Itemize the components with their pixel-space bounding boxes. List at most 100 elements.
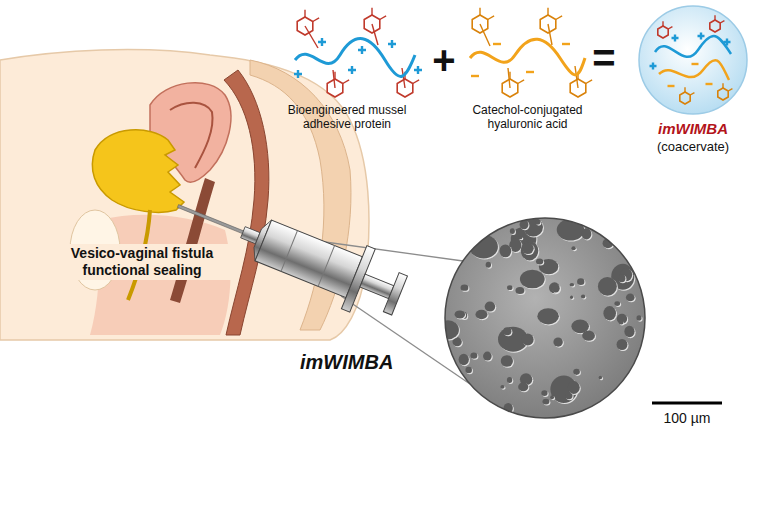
hydroxyl-stub: [690, 93, 694, 95]
droplet-highlight: [504, 328, 512, 336]
droplet: [614, 301, 620, 306]
hydroxyl-stub: [518, 80, 524, 84]
droplet: [537, 308, 559, 324]
droplet-highlight: [487, 263, 492, 269]
droplet: [522, 333, 534, 345]
droplet: [437, 320, 459, 339]
droplet-highlight: [574, 370, 581, 376]
droplet-highlight: [618, 340, 629, 351]
product-subtitle: (coacervate): [620, 139, 766, 155]
catechol-ring: [364, 15, 380, 33]
hydroxyl-stub: [488, 16, 494, 20]
droplet: [515, 287, 524, 294]
positive-charge: [388, 40, 396, 48]
droplet-highlight: [438, 321, 460, 340]
hydroxyl-stub: [479, 8, 480, 15]
scale-bar: [652, 402, 722, 405]
negative-charge: [526, 71, 534, 73]
negative-charge: [692, 63, 699, 65]
coacervate-molecules: [650, 15, 733, 104]
hydroxyl-stub: [668, 27, 672, 29]
positive-charge: [650, 63, 657, 70]
droplet-highlight: [519, 383, 529, 392]
hydroxyl-stub: [509, 72, 510, 79]
plunger-rod: [360, 274, 394, 299]
droplet: [507, 285, 513, 290]
droplet: [582, 330, 595, 340]
droplet-highlight: [571, 284, 576, 288]
droplet: [535, 220, 540, 224]
droplet: [577, 278, 584, 285]
negative-charge: [562, 43, 570, 45]
droplet: [626, 294, 635, 302]
droplet-highlight: [522, 242, 540, 262]
hydroxyl-stub: [380, 16, 386, 20]
droplet-highlight: [625, 327, 635, 338]
droplet-highlight: [558, 220, 585, 241]
droplet: [541, 390, 547, 396]
catechol-ring: [718, 88, 728, 100]
hydroxyl-stub: [684, 87, 685, 92]
hydroxyl-stub: [586, 80, 592, 84]
droplet-highlight: [553, 285, 561, 294]
droplet: [486, 262, 491, 268]
droplet: [552, 284, 560, 293]
positive-charge: [348, 66, 356, 74]
droplet: [573, 369, 580, 375]
droplet: [483, 352, 492, 361]
droplet: [521, 241, 539, 261]
droplet-highlight: [500, 245, 512, 258]
droplet-highlight: [516, 288, 525, 295]
scale-label: 100 µm: [647, 410, 727, 427]
droplet: [520, 270, 545, 289]
product-label: imWIMBA: [300, 350, 420, 374]
linker: [508, 68, 510, 88]
droplet: [542, 399, 549, 405]
coacervate-circle: imWIMBA(coacervate): [620, 2, 766, 155]
droplet-highlight: [511, 229, 516, 235]
droplet-highlight: [456, 311, 467, 319]
sem-micrograph: [437, 217, 645, 418]
negative-charge: [668, 85, 675, 87]
linker: [548, 24, 552, 45]
positive-charge: [318, 38, 326, 46]
sem-ground: [445, 218, 645, 418]
droplet: [550, 395, 554, 399]
droplet: [581, 294, 585, 298]
droplet: [475, 310, 487, 319]
hydroxyl-stub: [371, 8, 372, 15]
positive-charge: [672, 35, 679, 42]
plunger-cap: [383, 273, 407, 315]
hydroxyl-stub: [413, 80, 419, 84]
droplet-highlight: [466, 368, 473, 375]
droplet-highlight: [543, 400, 550, 406]
negative-charge: [471, 75, 479, 77]
catechol-ring: [327, 79, 343, 97]
droplet-highlight: [537, 260, 544, 266]
coacervate-droplets: [437, 217, 642, 414]
catechol-ring: [502, 79, 518, 97]
droplet-highlight: [523, 244, 535, 255]
droplet: [570, 296, 573, 299]
negative-charge: [493, 43, 501, 45]
droplet: [624, 326, 634, 337]
droplet-highlight: [521, 271, 546, 290]
plus-sign: +: [428, 36, 460, 84]
droplet: [570, 283, 575, 287]
droplet-highlight: [550, 283, 561, 294]
droplet-highlight: [583, 229, 593, 240]
negative-charge: [706, 83, 713, 85]
component-label: Bioengineered mussel adhesive protein: [262, 103, 432, 132]
droplet-highlight: [508, 378, 513, 384]
droplet: [536, 259, 543, 265]
linker: [402, 68, 405, 88]
protein-chain: [295, 39, 415, 77]
catechol-ring: [397, 79, 413, 97]
hydroxyl-stub: [722, 83, 723, 88]
coacervate-drawing: [620, 2, 766, 118]
hydroxyl-stub: [547, 8, 548, 15]
droplet-highlight: [476, 311, 488, 320]
droplet-highlight: [627, 295, 636, 303]
hydroxyl-stub: [313, 18, 319, 22]
